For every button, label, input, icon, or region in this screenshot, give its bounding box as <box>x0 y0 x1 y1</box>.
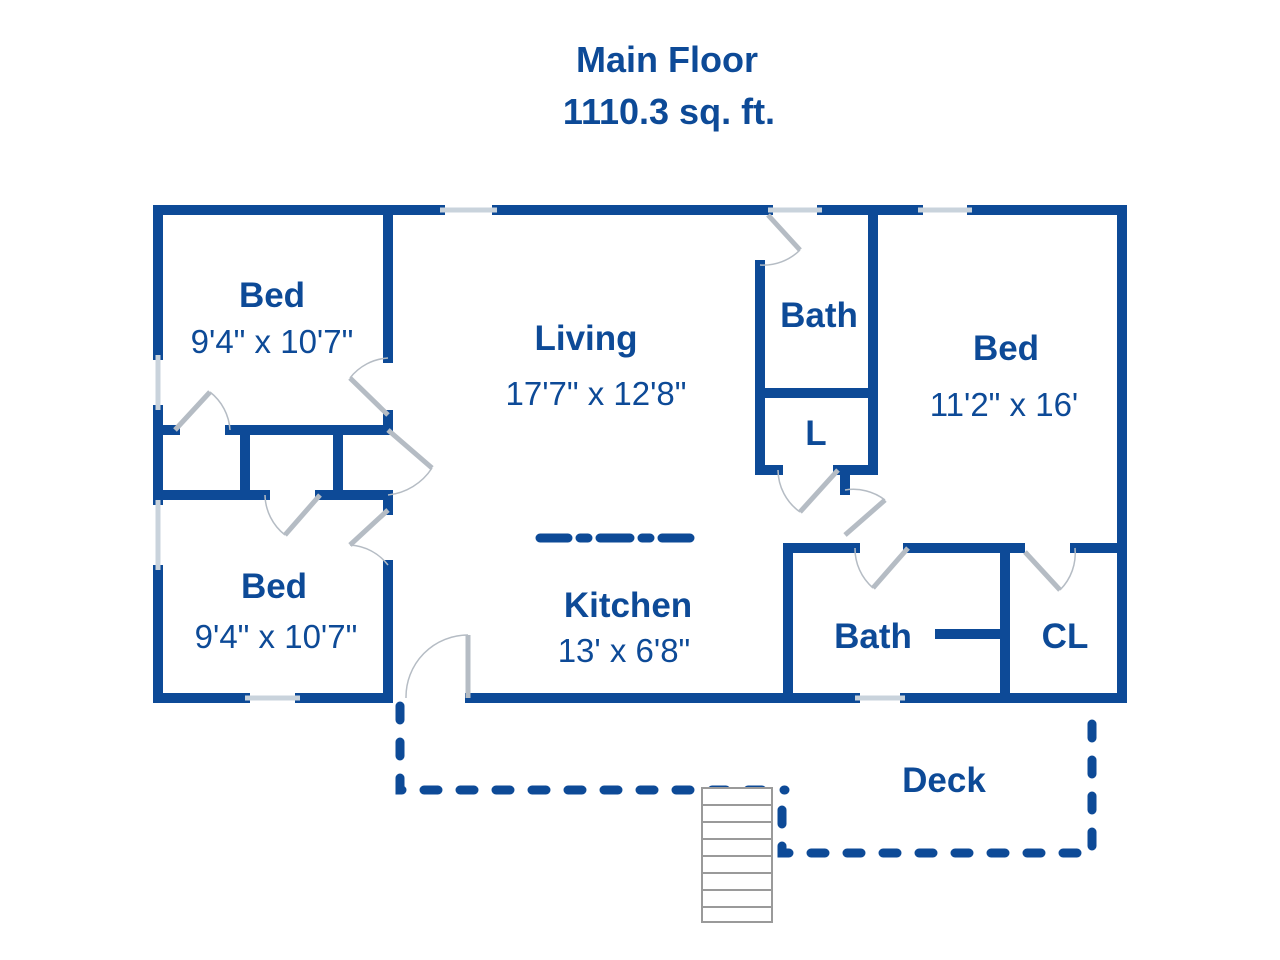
interior-walls <box>153 205 1127 703</box>
room-name-living: Living <box>534 319 637 358</box>
room-size-bed-top-left: 9'4" x 10'7" <box>191 323 354 360</box>
room-size-living: 17'7" x 12'8" <box>506 375 687 412</box>
room-name-bath-upper: Bath <box>780 296 858 335</box>
room-size-kitchen: 13' x 6'8" <box>558 632 691 669</box>
room-size-bed-bottom-left: 9'4" x 10'7" <box>195 618 358 655</box>
windows <box>155 207 972 701</box>
floor-area: 1110.3 sq. ft. <box>563 91 775 132</box>
room-name-bed-bottom-left: Bed <box>241 567 307 606</box>
deck-outline <box>395 701 1097 858</box>
room-name-kitchen: Kitchen <box>564 586 692 625</box>
room-name-bed-top-left: Bed <box>239 276 305 315</box>
doors <box>173 213 1077 699</box>
room-name-bed-right: Bed <box>973 329 1039 368</box>
room-size-bed-right: 11'2" x 16' <box>930 386 1078 423</box>
room-name-laundry: L <box>805 414 826 453</box>
room-name-closet: CL <box>1042 617 1089 656</box>
room-name-bath-lower: Bath <box>834 617 912 656</box>
floor-title: Main Floor <box>576 39 758 80</box>
deck-stairs <box>701 787 773 923</box>
room-name-deck: Deck <box>902 761 986 800</box>
